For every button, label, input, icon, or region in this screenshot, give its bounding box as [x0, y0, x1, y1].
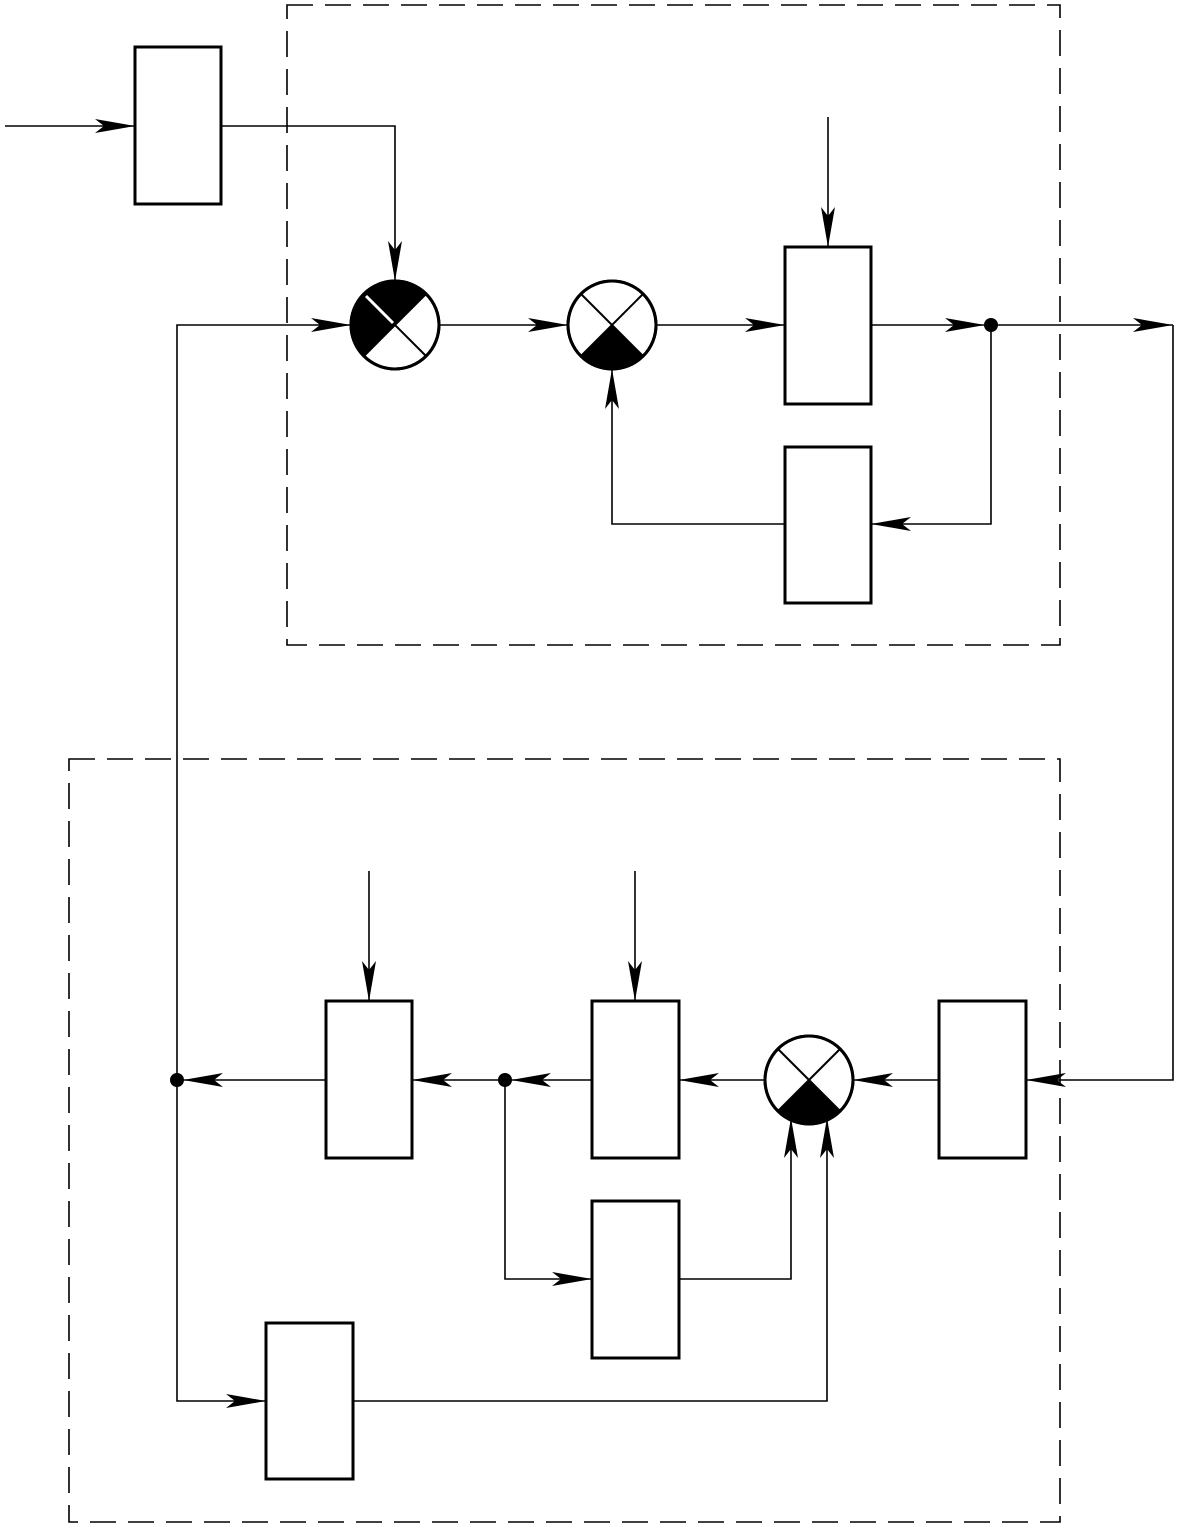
junction-bottom: [763, 1034, 855, 1126]
branch-bottom-middle: [498, 1073, 512, 1087]
junction-main: [349, 279, 441, 371]
left-block-bottom: [324, 999, 414, 1160]
feedback-block-top: [783, 445, 873, 605]
middle-block-bottom: [590, 999, 681, 1160]
input-block-bottom: [937, 999, 1028, 1160]
junction-inner-top: [566, 279, 658, 371]
input-block: [133, 45, 223, 206]
wire-input-to-junction: [221, 125, 402, 281]
wire-bottom-feedback-to-junction: [679, 1118, 798, 1280]
lower-subsystem-frame: [68, 758, 1061, 1523]
wire-left-return-to-main: [176, 318, 351, 1080]
wire-lower-feedback-to-junction: [353, 1118, 834, 1402]
wire-branch-to-feedback: [871, 325, 992, 531]
wires: [5, 117, 1174, 1408]
wire-branch-to-lower-feedback: [176, 1080, 266, 1408]
wire-branch-to-bottom-feedback: [504, 1080, 592, 1286]
wire-right-return: [1026, 325, 1174, 1087]
feedback-block-bottom: [590, 1199, 681, 1360]
wire-feedback-to-inner: [605, 369, 785, 525]
branch-bottom-left: [170, 1073, 184, 1087]
branch-top-output: [984, 318, 998, 332]
lower-feedback-block: [264, 1321, 355, 1481]
upper-subsystem-frame: [286, 4, 1061, 646]
forward-block-top: [783, 245, 873, 406]
